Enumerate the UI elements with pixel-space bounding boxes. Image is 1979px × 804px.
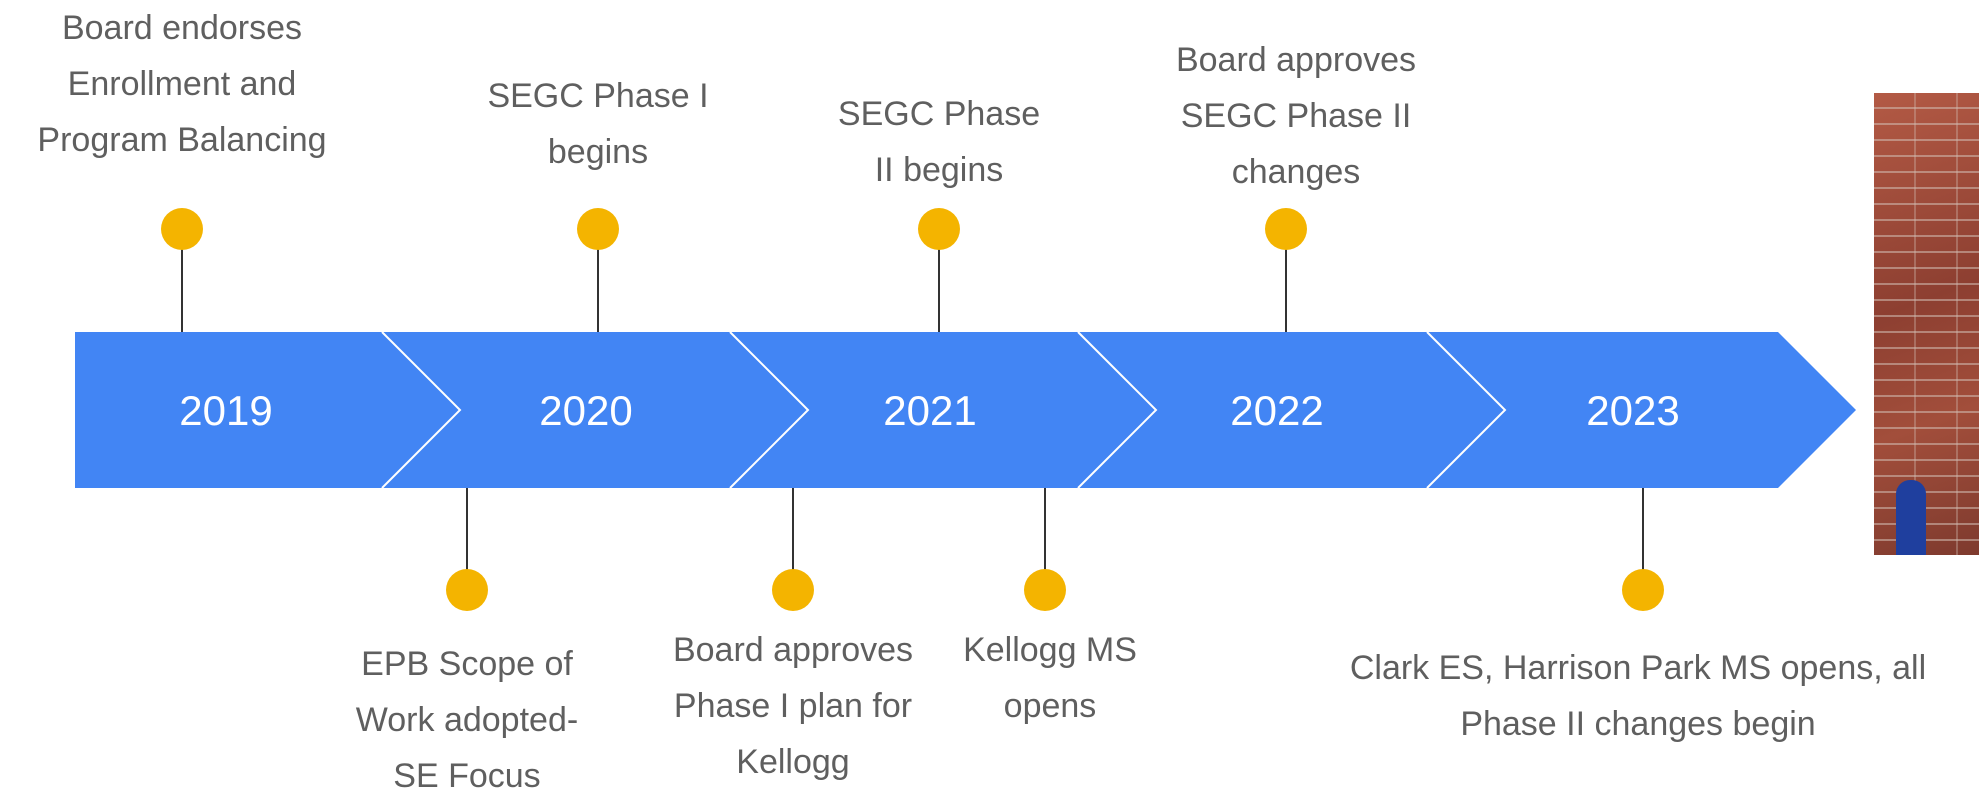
event-label-clark-harrison: Clark ES, Harrison Park MS opens, all Ph… [1349,649,1927,743]
year-segment-2021 [730,332,1156,488]
marker-above-2 [577,208,619,250]
year-labels: 2019 2020 2021 2022 2023 [179,387,1679,434]
year-label-2023: 2023 [1586,387,1679,434]
year-label-2021: 2021 [883,387,976,434]
year-segment-2022 [1078,332,1505,488]
segment-separators [381,331,1507,489]
timeline-band [75,332,1856,488]
event-label-segc-phase-2: SEGC Phase II begins [837,95,1041,189]
marker-below-4 [1622,569,1664,611]
connectors-above [181,229,1287,332]
event-label-kellogg-opens: Kellogg MS opens [963,631,1137,725]
year-label-2022: 2022 [1230,387,1323,434]
blue-post [1896,480,1926,555]
year-label-2019: 2019 [179,387,272,434]
brick-wall-photo [1874,93,1979,555]
marker-below-3 [1024,569,1066,611]
marker-above-3 [918,208,960,250]
event-label-board-approves-phase-1: Board approves Phase I plan for Kellogg [672,631,914,781]
marker-below-2 [772,569,814,611]
year-label-2020: 2020 [539,387,632,434]
marker-above-4 [1265,208,1307,250]
event-label-epb-scope: EPB Scope of Work adopted- SE Focus [355,645,579,795]
marker-below-1 [446,569,488,611]
event-label-segc-phase-1: SEGC Phase I begins [487,77,709,171]
event-markers [161,208,1664,611]
marker-above-1 [161,208,203,250]
year-segment-2019 [75,332,460,488]
year-segment-2020 [382,332,808,488]
event-label-board-approves-phase-2: Board approves SEGC Phase II changes [1175,41,1417,191]
year-segment-2023 [1427,332,1856,488]
event-label-board-endorses: Board endorses Enrollment and Program Ba… [37,9,327,159]
